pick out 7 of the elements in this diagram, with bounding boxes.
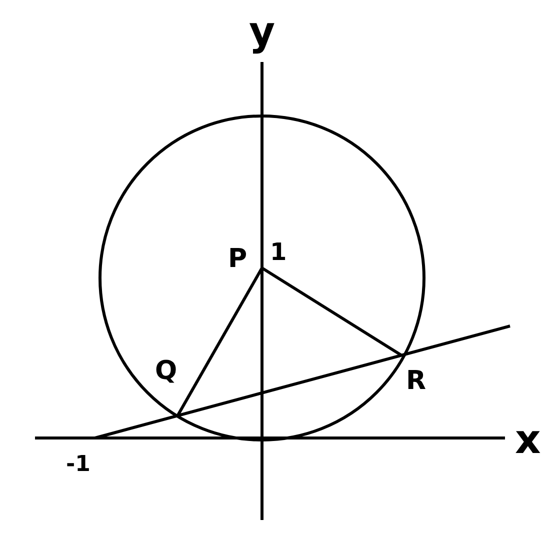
point-label: Q [155, 358, 178, 384]
point-label: P [228, 246, 248, 272]
tick-label: 1 [270, 240, 287, 264]
point-label: R [406, 368, 426, 394]
axis-label: x [515, 420, 541, 460]
tick-label: -1 [66, 454, 90, 476]
axis-label: y [249, 12, 276, 52]
